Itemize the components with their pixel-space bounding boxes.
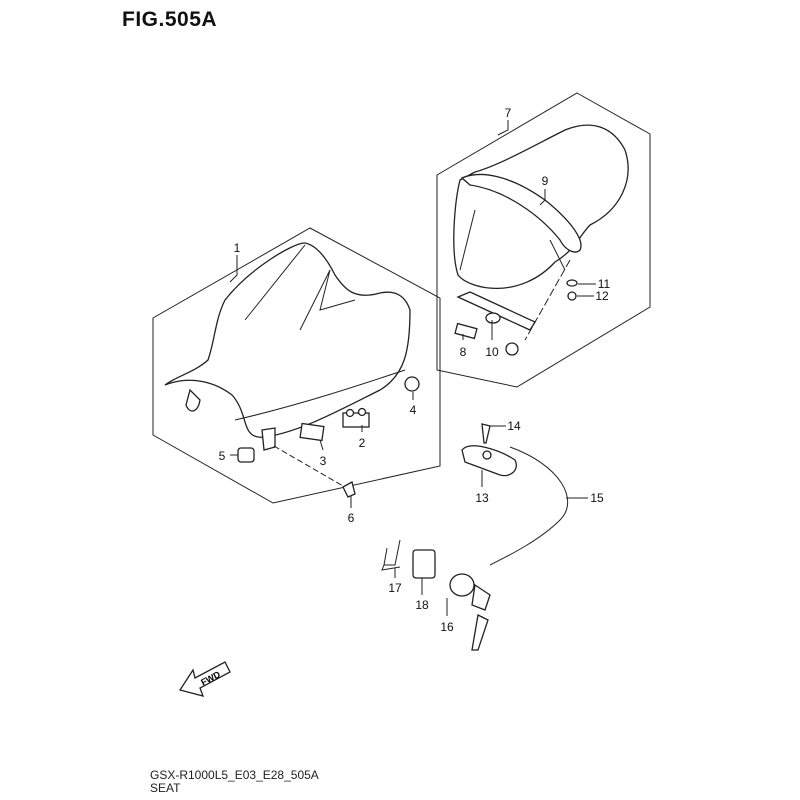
callout-17: 17 [388, 581, 402, 595]
section-name: SEAT [150, 781, 181, 795]
forward-direction-arrow: FWD [178, 661, 231, 697]
callout-10: 10 [485, 345, 499, 359]
figure-title: FIG.505A [122, 8, 218, 31]
part-4-cushion[interactable] [404, 376, 420, 392]
part-13-lock-plate[interactable] [461, 445, 517, 477]
part-2-damper[interactable] [342, 407, 370, 428]
callout-4: 4 [410, 403, 417, 417]
callout-15: 15 [590, 491, 604, 505]
callout-16: 16 [440, 620, 454, 634]
callout-7: 7 [505, 106, 512, 120]
part-11-washer[interactable] [566, 279, 578, 287]
part-12-nut[interactable] [567, 291, 577, 301]
rear-cushion [505, 342, 519, 356]
part-5-cushion[interactable] [237, 447, 255, 463]
part-17-spring[interactable] [381, 539, 401, 571]
group-outline-rear-seat [436, 92, 651, 388]
front-seat-part[interactable] [164, 242, 411, 438]
callout-2: 2 [359, 436, 366, 450]
part-14-screw[interactable] [481, 423, 491, 444]
callout-8: 8 [460, 345, 467, 359]
part-3-pad[interactable] [299, 422, 325, 442]
callout-14: 14 [507, 419, 521, 433]
callout-numbers: 1 2 3 4 5 6 7 8 9 10 11 12 13 14 15 16 1… [219, 106, 611, 634]
callout-18: 18 [415, 598, 429, 612]
part-18-plate[interactable] [412, 549, 436, 579]
part-15-cable[interactable] [489, 446, 569, 566]
group-outline-front-seat [152, 227, 441, 504]
part-10-bracket[interactable] [456, 291, 536, 331]
rear-seat-cover-part[interactable] [453, 124, 629, 290]
callout-13: 13 [475, 491, 489, 505]
callout-9: 9 [542, 174, 549, 188]
seat-bracket [261, 427, 276, 451]
part-8-pad[interactable] [454, 322, 478, 340]
model-code: GSX-R1000L5_E03_E28_505A [150, 768, 319, 782]
callout-1: 1 [234, 241, 241, 255]
callout-5: 5 [219, 449, 226, 463]
callout-11: 11 [598, 277, 611, 291]
callout-3: 3 [320, 454, 327, 468]
part-16-lock-set[interactable] [449, 573, 491, 651]
part-6-screw[interactable] [342, 481, 356, 498]
callout-12: 12 [595, 289, 609, 303]
leader-lines [229, 120, 596, 616]
callout-6: 6 [348, 511, 355, 525]
